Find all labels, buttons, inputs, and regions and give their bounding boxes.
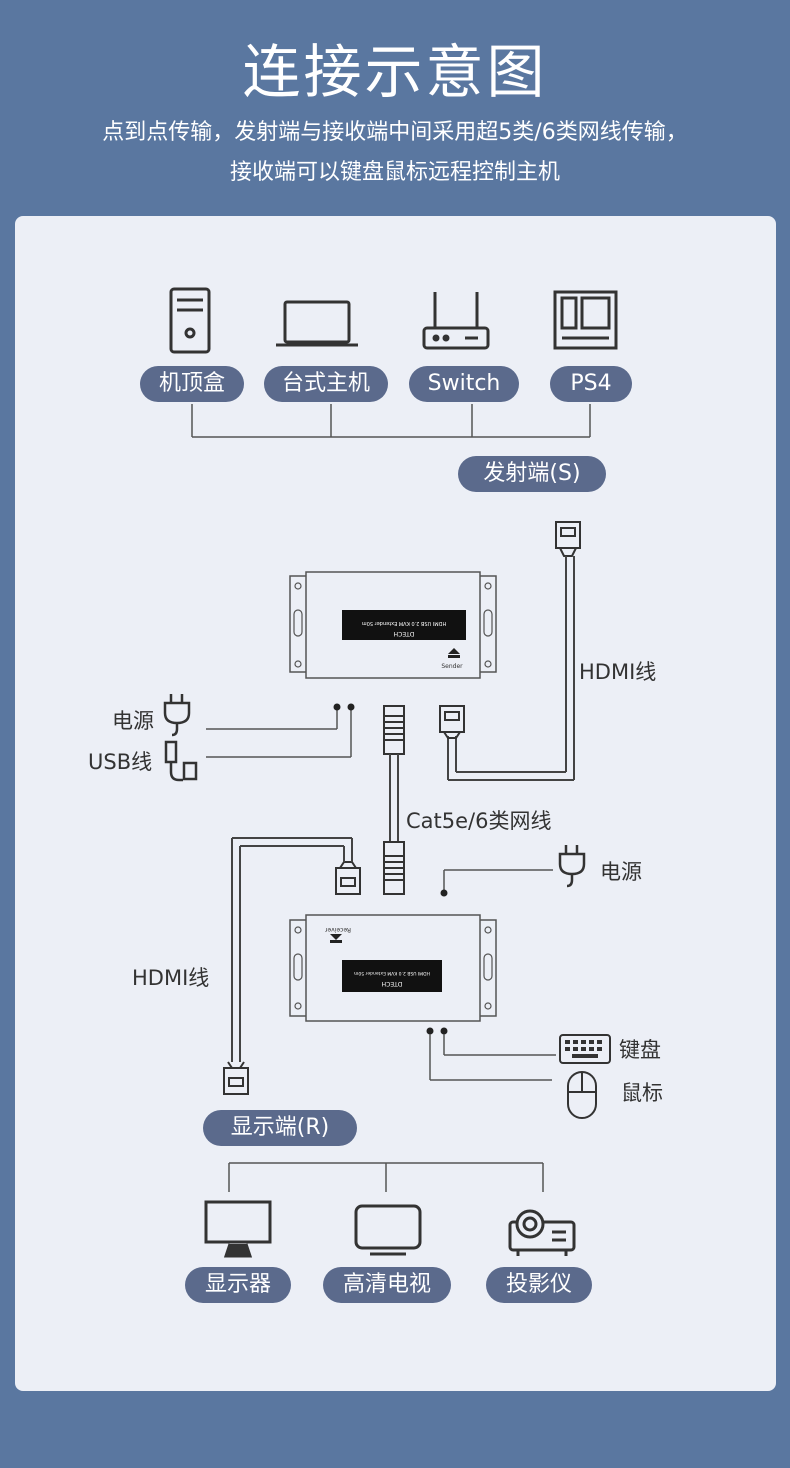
laptop-icon <box>276 300 358 347</box>
power-label-right: 电源 <box>600 860 642 884</box>
keyboard-label: 键盘 <box>619 1038 661 1062</box>
source-label-switch: Switch <box>409 366 519 402</box>
cat-cable <box>389 754 399 842</box>
hdmi-label-top: HDMI线 <box>579 660 657 684</box>
router-icon <box>422 292 490 350</box>
monitor-icon <box>204 1200 272 1258</box>
projector-icon <box>508 1209 576 1256</box>
display-label: 显示端(R) <box>203 1110 357 1146</box>
receiver-power-port <box>440 889 448 897</box>
power-plug-left-icon <box>163 694 191 737</box>
receiver-power-line <box>443 869 553 892</box>
sender-port-text: Sender <box>441 663 463 670</box>
hdmi-plug-receiver-icon <box>335 861 361 895</box>
receiver-device <box>289 914 497 1022</box>
receiver-brand-text: DTECH <box>382 980 403 987</box>
power-label-left: 电源 <box>112 709 154 733</box>
set-top-box-icon <box>169 287 211 354</box>
display-label-projector: 投影仪 <box>486 1267 592 1303</box>
usb-label: USB线 <box>88 750 153 774</box>
sender-power-usb-lines <box>206 709 352 758</box>
sender-label: 发射端(S) <box>458 456 606 492</box>
subtitle-line-1: 点到点传输，发射端与接收端中间采用超5类/6类网线传输， <box>102 120 688 145</box>
sender-brand-text: DTECH <box>394 630 415 637</box>
hdmi-cable-left <box>231 837 353 1062</box>
sender-device <box>289 571 497 679</box>
mouse-icon <box>567 1071 597 1119</box>
receiver-port-text: Receiver <box>324 926 350 933</box>
source-bracket <box>191 404 591 438</box>
hdmi-plug-top-icon <box>555 521 581 557</box>
power-plug-right-icon <box>558 845 586 888</box>
sender-model-text: HDMI USB 2.0 KVM Extender 50m <box>362 620 447 626</box>
hdmi-plug-sender-icon <box>439 705 465 739</box>
cat-cable-label: Cat5e/6类网线 <box>406 809 552 833</box>
tv-icon <box>354 1204 422 1256</box>
source-label-ps4: PS4 <box>550 366 632 402</box>
subtitle-line-2: 接收端可以键盘鼠标远程控制主机 <box>229 160 560 185</box>
receiver-keyboard-port <box>440 1027 448 1035</box>
receiver-mouse-port <box>426 1027 434 1035</box>
display-bracket <box>228 1162 544 1192</box>
rj45-plug-top-icon <box>383 705 405 755</box>
usb-plug-icon <box>164 740 198 782</box>
page-title: 连接示意图 <box>242 38 548 106</box>
receiver-km-lines <box>429 1034 556 1081</box>
rj45-plug-bottom-icon <box>383 841 405 895</box>
display-label-tv: 高清电视 <box>323 1267 451 1303</box>
mouse-label: 鼠标 <box>621 1081 663 1105</box>
keyboard-icon <box>559 1034 611 1064</box>
hdmi-cable-top <box>447 556 575 781</box>
hdmi-plug-display-icon <box>223 1061 249 1095</box>
diagram-panel <box>15 216 776 1391</box>
source-label-set-top-box: 机顶盒 <box>140 366 244 402</box>
source-label-desktop: 台式主机 <box>264 366 388 402</box>
receiver-model-text: HDMI USB 2.0 KVM Extender 50m <box>354 970 430 976</box>
sender-power-port <box>333 703 341 711</box>
sender-usb-port <box>347 703 355 711</box>
hdmi-label-left: HDMI线 <box>132 966 210 990</box>
console-icon <box>553 290 618 350</box>
display-label-monitor: 显示器 <box>185 1267 291 1303</box>
